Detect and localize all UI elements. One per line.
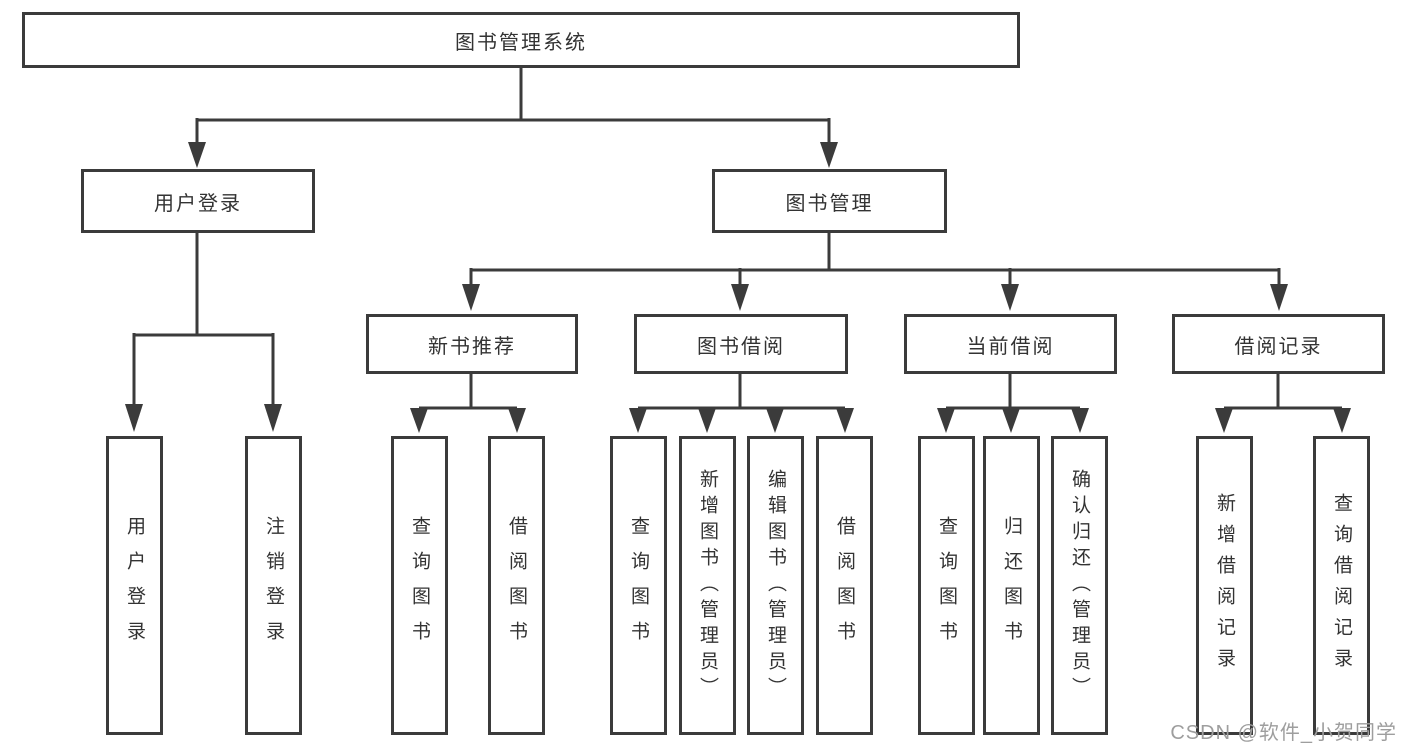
node-leaf-nb-borrow-book: 借阅图书: [488, 436, 545, 735]
connector-records: [1224, 373, 1342, 410]
node-leaf-add-borrow-record-label: 新增借阅记录: [1214, 492, 1235, 679]
node-leaf-query-borrow-record-label: 查询借阅记录: [1331, 492, 1352, 679]
node-leaf-nb-borrow-book-label: 借阅图书: [506, 515, 527, 656]
node-leaf-cb-confirm-return-admin-label: 确认归还（管理员）: [1069, 468, 1090, 703]
node-leaf-cb-return-book-label: 归还图书: [1001, 515, 1022, 656]
connector-borrowing: [638, 373, 845, 410]
node-leaf-cb-confirm-return-admin: 确认归还（管理员）: [1051, 436, 1108, 735]
node-root: 图书管理系统: [22, 12, 1020, 68]
node-leaf-bb-borrow-book-label: 借阅图书: [834, 515, 855, 656]
node-new-books-label: 新书推荐: [428, 335, 516, 358]
node-leaf-cb-query-book: 查询图书: [918, 436, 975, 735]
arrowhead: [1270, 284, 1288, 311]
node-leaf-bb-borrow-book: 借阅图书: [816, 436, 873, 735]
connector-current: [946, 373, 1080, 410]
connector-user-login: [132, 232, 275, 405]
connector-new-books: [419, 373, 517, 410]
node-leaf-bb-query-book-label: 查询图书: [628, 515, 649, 656]
node-leaf-user-login: 用户登录: [106, 436, 163, 735]
arrowhead: [125, 404, 143, 432]
arrowhead: [1001, 284, 1019, 311]
node-leaf-bb-query-book: 查询图书: [610, 436, 667, 735]
node-current: 当前借阅: [904, 314, 1117, 374]
arrowhead: [698, 408, 716, 433]
arrowhead: [1333, 408, 1351, 433]
node-leaf-nb-query-book-label: 查询图书: [409, 515, 430, 656]
arrowhead: [410, 408, 428, 433]
arrowhead: [1215, 408, 1233, 433]
node-leaf-bb-edit-book-admin-label: 编辑图书（管理员）: [765, 468, 786, 703]
arrowhead: [264, 404, 282, 432]
node-leaf-logout-label: 注销登录: [263, 515, 284, 656]
node-leaf-logout: 注销登录: [245, 436, 302, 735]
arrowhead: [1071, 408, 1089, 433]
node-borrowing: 图书借阅: [634, 314, 848, 374]
node-new-books: 新书推荐: [366, 314, 578, 374]
node-records: 借阅记录: [1172, 314, 1385, 374]
arrowhead: [937, 408, 955, 433]
node-user-login: 用户登录: [81, 169, 315, 233]
node-book-mgmt: 图书管理: [712, 169, 947, 233]
node-borrowing-label: 图书借阅: [697, 335, 785, 358]
arrowhead: [1002, 408, 1020, 433]
node-leaf-query-borrow-record: 查询借阅记录: [1313, 436, 1370, 735]
node-root-label: 图书管理系统: [455, 31, 587, 54]
arrowhead: [462, 284, 480, 311]
node-leaf-user-login-label: 用户登录: [124, 515, 145, 656]
arrowhead: [731, 284, 749, 311]
node-current-label: 当前借阅: [966, 335, 1055, 358]
node-leaf-nb-query-book: 查询图书: [391, 436, 448, 735]
node-user-login-label: 用户登录: [154, 192, 242, 215]
connector-root: [195, 66, 831, 143]
arrowhead: [508, 408, 526, 433]
node-leaf-bb-add-book-admin-label: 新增图书（管理员）: [697, 468, 718, 703]
node-leaf-add-borrow-record: 新增借阅记录: [1196, 436, 1253, 735]
connector-book-mgmt: [469, 232, 1281, 285]
node-leaf-bb-add-book-admin: 新增图书（管理员）: [679, 436, 736, 735]
arrowhead: [836, 408, 854, 433]
node-leaf-cb-return-book: 归还图书: [983, 436, 1040, 735]
node-leaf-cb-query-book-label: 查询图书: [936, 515, 957, 656]
node-book-mgmt-label: 图书管理: [785, 192, 874, 215]
node-leaf-bb-edit-book-admin: 编辑图书（管理员）: [747, 436, 804, 735]
arrowhead: [629, 408, 647, 433]
watermark: CSDN @软件_小贺同学: [1170, 722, 1397, 744]
arrowhead: [188, 142, 206, 168]
arrowhead: [820, 142, 838, 168]
arrowhead: [766, 408, 784, 433]
node-records-label: 借阅记录: [1234, 335, 1323, 358]
